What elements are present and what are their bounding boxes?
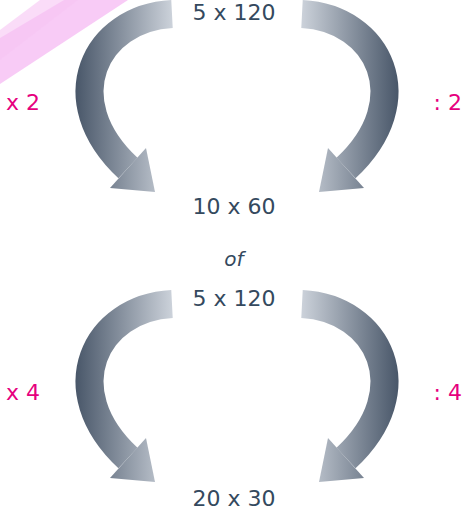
- operator-label: : 2: [434, 90, 462, 116]
- curved-arrow: [90, 304, 172, 482]
- expression: 20 x 30: [0, 486, 468, 512]
- connector-word: of: [0, 246, 468, 272]
- expression: 10 x 60: [0, 194, 468, 220]
- operator-label: x 2: [6, 90, 40, 116]
- operator-label: : 4: [434, 380, 462, 406]
- expression: 5 x 120: [0, 0, 468, 26]
- curved-arrow: [90, 14, 172, 192]
- curved-arrow: [302, 14, 384, 192]
- pink-swoosh: [0, 0, 78, 60]
- expression: 5 x 120: [0, 286, 468, 312]
- operator-label: x 4: [6, 380, 40, 406]
- curved-arrow: [302, 304, 384, 482]
